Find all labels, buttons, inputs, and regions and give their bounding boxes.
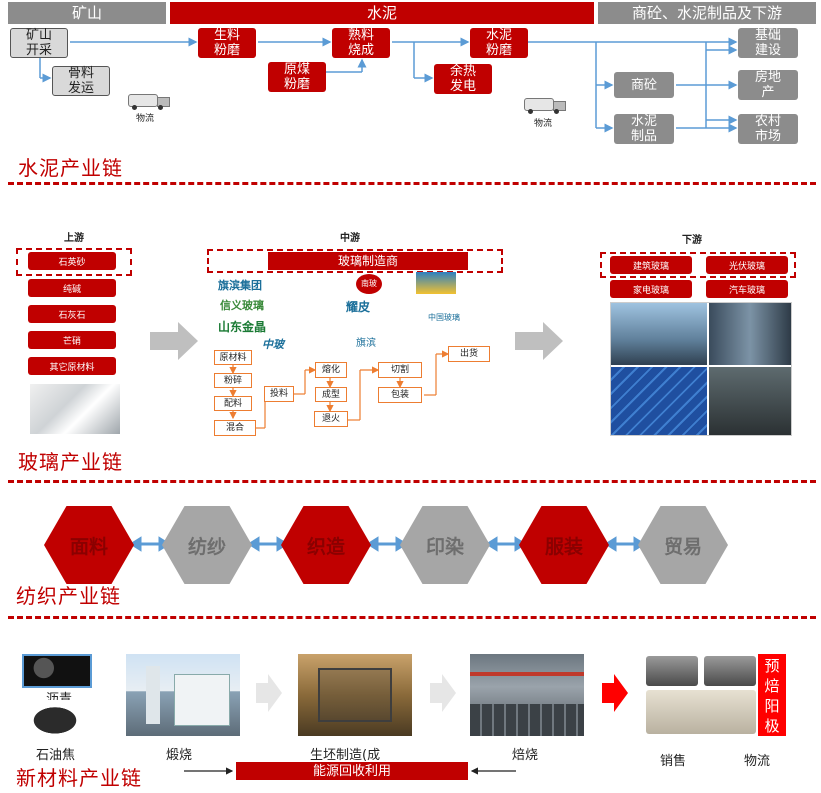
node-raw-grind: 生料 粉磨: [198, 28, 256, 58]
logistics-label-2: 物流: [534, 119, 553, 129]
upstream-item-3: 芒硝: [28, 331, 116, 349]
process-form: 成型: [315, 387, 347, 402]
process-feed: 投料: [264, 386, 294, 402]
glass-midstream-label: 中游: [340, 233, 360, 244]
node-concrete: 商砼: [614, 72, 674, 98]
process-mix: 混合: [214, 420, 256, 436]
upstream-item-1: 纯碱: [28, 279, 116, 297]
manufacturer-highlight: [207, 249, 503, 273]
section-divider: [8, 182, 816, 185]
node-rural: 农村 市场: [738, 114, 798, 144]
node-mining: 矿山 开采: [10, 28, 68, 58]
node-cement-products: 水泥 制品: [614, 114, 674, 144]
section-divider: [8, 616, 816, 619]
node-cement-grind: 水泥 粉磨: [470, 28, 528, 58]
baking-photo: [470, 654, 584, 736]
upstream-item-4: 其它原材料: [28, 357, 116, 375]
section-divider: [8, 480, 816, 483]
logo-xinyi: 信义玻璃: [220, 299, 264, 312]
process-melt: 熔化: [315, 362, 347, 378]
glass-chain-title: 玻璃产业链: [18, 450, 123, 474]
logo-jinjing: 山东金晶: [218, 320, 267, 334]
glass-downstream-label: 下游: [682, 235, 702, 246]
textile-step-spinning: 纺纱: [162, 506, 252, 584]
header-mine: 矿山: [8, 2, 166, 24]
node-clinker: 熟料 烧成: [332, 28, 390, 58]
downstream-item-0: 建筑玻璃: [610, 256, 692, 274]
process-pack: 包装: [378, 387, 422, 403]
logistics-label: 物流: [744, 754, 771, 769]
sales-label: 销售: [660, 754, 687, 769]
process-crush: 粉碎: [214, 373, 252, 388]
process-batch: 配料: [214, 396, 252, 411]
node-real-estate: 房地 产: [738, 70, 798, 100]
anode-product-label: 预焙阳极: [758, 654, 786, 736]
truck-icon: [524, 96, 566, 114]
header-cement: 水泥: [170, 2, 594, 24]
calcine-label: 煅烧: [166, 748, 193, 763]
node-infra: 基础 建设: [738, 28, 798, 58]
calcine-photo: [126, 654, 240, 736]
process-anneal: 退火: [314, 411, 348, 427]
green-body-photo: [298, 654, 412, 736]
process-cut: 切割: [378, 362, 422, 378]
textile-step-garment: 服装: [519, 506, 609, 584]
process-ship: 出货: [448, 346, 490, 362]
petcoke-label: 石油焦: [36, 748, 76, 763]
upstream-item-0: 石英砂: [28, 252, 116, 270]
logo-yaopi: 耀皮: [346, 300, 371, 314]
glass-manufacturer: 玻璃制造商: [268, 252, 468, 270]
downstream-item-2: 家电玻璃: [610, 280, 692, 298]
glass-upstream-label: 上游: [64, 233, 84, 244]
glass-applications-photo: [610, 302, 792, 436]
header-downstream: 商砼、水泥制品及下游: [598, 2, 816, 24]
petcoke-photo: [22, 700, 88, 734]
process-raw: 原材料: [214, 350, 252, 365]
textile-step-fabric: 面料: [44, 506, 134, 584]
downstream-item-3: 汽车玻璃: [706, 280, 788, 298]
textile-step-weaving: 织造: [281, 506, 371, 584]
quartz-sand-photo: [30, 384, 120, 434]
textile-step-dyeing: 印染: [400, 506, 490, 584]
logo-china-glass: 中国玻璃: [428, 313, 460, 322]
downstream-item-1: 光伏玻璃: [706, 256, 788, 274]
node-waste-heat: 余热 发电: [434, 64, 492, 94]
logo-csg: 南玻: [356, 274, 382, 294]
node-coal-grind: 原煤 粉磨: [268, 62, 326, 92]
logo-qibin: 旗滨集团: [218, 279, 262, 292]
baking-label: 焙烧: [512, 748, 539, 763]
truck-icon: [128, 92, 170, 110]
logo-qibin-2: 旗滨: [356, 338, 376, 349]
upstream-item-2: 石灰石: [28, 305, 116, 323]
upstream-highlight: [16, 248, 132, 276]
material-chain-title: 新材料产业链: [16, 766, 142, 790]
downstream-highlight: [600, 252, 796, 278]
logo-sg: [416, 272, 456, 294]
logistics-label-1: 物流: [136, 114, 155, 124]
textile-step-trade: 贸易: [638, 506, 728, 584]
node-aggregate: 骨料 发运: [52, 66, 110, 96]
energy-recovery: 能源回收利用: [236, 762, 468, 780]
textile-chain-title: 纺织产业链: [16, 584, 121, 608]
cement-chain-title: 水泥产业链: [18, 156, 123, 180]
pitch-photo: [22, 654, 92, 688]
logo-cng: 中玻: [262, 338, 284, 351]
green-body-label: 生坯制造(成: [310, 748, 381, 763]
anode-photo: [644, 654, 756, 736]
